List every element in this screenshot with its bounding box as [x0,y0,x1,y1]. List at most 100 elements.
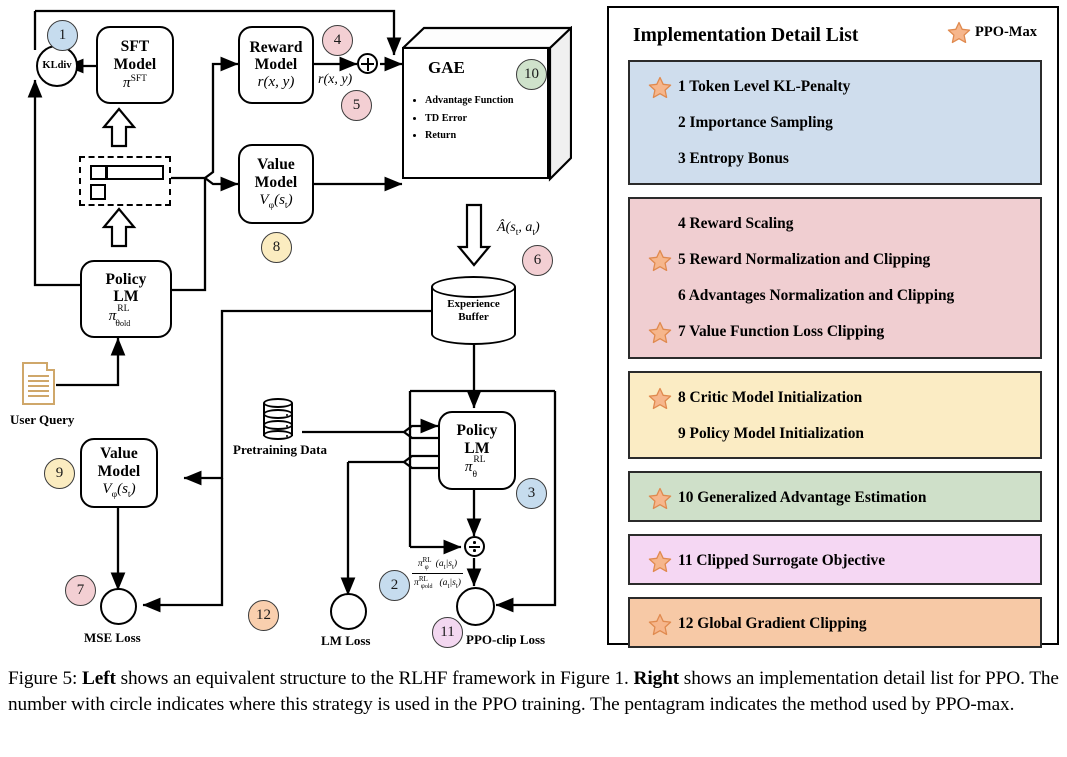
kl-div-line2: div [57,60,72,72]
db-dot-2 [286,425,288,427]
detail-group-2: 4 Reward Scaling 5 Reward Normalization a… [628,197,1042,359]
badge-12: 12 [248,600,279,631]
detail-item-label: 6 Advantages Normalization and Clipping [678,287,955,304]
ppo-clip-loss-node [456,587,495,626]
value-model-top-symbol: Vφ(st) [259,192,293,212]
badge-2-num: 2 [390,577,399,593]
value-model-bottom-node: Value Model Vφ(st) [80,438,158,508]
figure-caption: Figure 5: Left shows an equivalent struc… [8,666,1061,717]
gae-box: GAE Advantage Function TD Error Return [402,26,572,201]
star-icon [648,76,678,99]
detail-item[interactable]: 4 Reward Scaling [630,206,1040,242]
sft-model-symbol: πSFT [123,73,147,91]
caption-part-2: shows an equivalent structure to the RLH… [115,668,634,689]
gae-3d-shell [402,26,572,182]
doc-line-2 [28,380,49,382]
db-ring-3 [263,430,293,440]
pretraining-data-icon [263,398,293,442]
ppo-max-legend: PPO-Max [947,21,1037,44]
kl-div-line1: KL [42,60,58,72]
reward-model-symbol: r(x, y) [257,74,295,91]
badge-11-num: 11 [440,624,455,640]
db-dot-1 [286,414,288,416]
user-query-icon [22,362,55,405]
detail-item[interactable]: 11 Clipped Surrogate Objective [630,543,1040,579]
panel-title: Implementation Detail List [633,25,859,46]
reward-model-title-2: Model [254,56,298,74]
detail-item-label: 3 Entropy Bonus [678,150,789,167]
badge-5: 5 [341,90,372,121]
caption-part-1: Figure 5: [8,668,82,689]
gae-title: GAE [428,58,465,77]
badge-4-num: 4 [333,32,342,48]
badge-7: 7 [65,575,96,606]
star-icon [947,21,971,44]
buffer-cylinder-top [431,276,516,298]
detail-item[interactable]: 1 Token Level KL-Penalty [630,69,1040,105]
caption-bold-left: Left [81,668,116,689]
sft-model-title-1: SFT [120,38,150,56]
gae-bullet-1: TD Error [425,110,514,128]
detail-item[interactable]: 6 Advantages Normalization and Clipping [630,278,1040,314]
star-icon [648,387,678,410]
document-fold [46,362,55,371]
detail-item[interactable]: 12 Global Gradient Clipping [630,606,1040,642]
detail-group-6: 12 Global Gradient Clipping [628,597,1042,648]
detail-item[interactable]: 7 Value Function Loss Clipping [630,314,1040,350]
advantage-label: Â(st, at) [497,220,540,238]
hollow-arrow-up-dashed [101,207,137,248]
detail-item-label: 7 Value Function Loss Clipping [678,323,885,340]
caption-bold-right: Right [633,668,680,689]
pretraining-data-label: Pretraining Data [233,442,327,457]
ratio-numerator: πRLφ(at|st) [412,556,463,575]
gae-bullet-2: Return [425,127,514,145]
detail-item[interactable]: 3 Entropy Bonus [630,141,1040,177]
badge-7-num: 7 [76,582,85,598]
badge-1-num: 1 [58,27,67,43]
db-dot-3 [286,435,288,437]
data-bar-2 [106,165,164,180]
star-icon [648,550,678,573]
buffer-line-2: Buffer [458,311,489,324]
caption-part-3: shows an implementation detail list for … [8,668,1059,715]
detail-item[interactable]: 5 Reward Normalization and Clipping [630,242,1040,278]
sum-operator [357,53,378,74]
badge-3-num: 3 [527,485,536,501]
badge-8: 8 [261,232,292,263]
badge-12-num: 12 [256,607,271,623]
doc-line-4 [28,390,49,392]
value-model-top-title-1: Value [257,156,295,174]
value-model-top-node: Value Model Vφ(st) [238,144,314,224]
rlhf-structure-diagram: KL div SFT Model πSFT Reward Model r(x, … [0,0,600,655]
detail-item[interactable]: 2 Importance Sampling [630,105,1040,141]
star-icon [648,249,678,272]
detail-item[interactable]: 10 Generalized Advantage Estimation [630,480,1040,516]
detail-item[interactable]: 9 Policy Model Initialization [630,416,1040,452]
experience-buffer-node: Experience Buffer [431,276,516,346]
star-icon [648,613,678,636]
kl-div-node: KL div [36,45,78,87]
sampled-data-box [79,156,171,206]
detail-item-label: 1 Token Level KL-Penalty [678,78,851,95]
db-top [263,398,293,408]
reward-model-node: Reward Model r(x, y) [238,26,314,104]
panel-header: Implementation Detail List [609,16,1057,56]
detail-group-1: 1 Token Level KL-Penalty 2 Importance Sam… [628,60,1042,185]
star-icon [648,487,678,510]
policy-lm-old-node: Policy LM πRLθold [80,260,172,338]
doc-line-1 [28,375,49,377]
detail-item[interactable]: 8 Critic Model Initialization [630,380,1040,416]
badge-9: 9 [44,458,75,489]
value-model-bottom-title-2: Model [97,462,141,480]
detail-item-label: 4 Reward Scaling [678,215,794,232]
data-bar-1 [90,165,107,180]
buffer-line-1: Experience [447,298,500,310]
db-ring-1 [263,409,293,419]
mse-loss-label: MSE Loss [84,630,141,645]
lm-loss-label: LM Loss [321,633,371,648]
detail-group-4: 10 Generalized Advantage Estimation [628,471,1042,522]
badge-6-num: 6 [533,252,542,268]
policy-lm-old-title-1: Policy [105,270,147,288]
doc-line-3 [28,385,49,387]
